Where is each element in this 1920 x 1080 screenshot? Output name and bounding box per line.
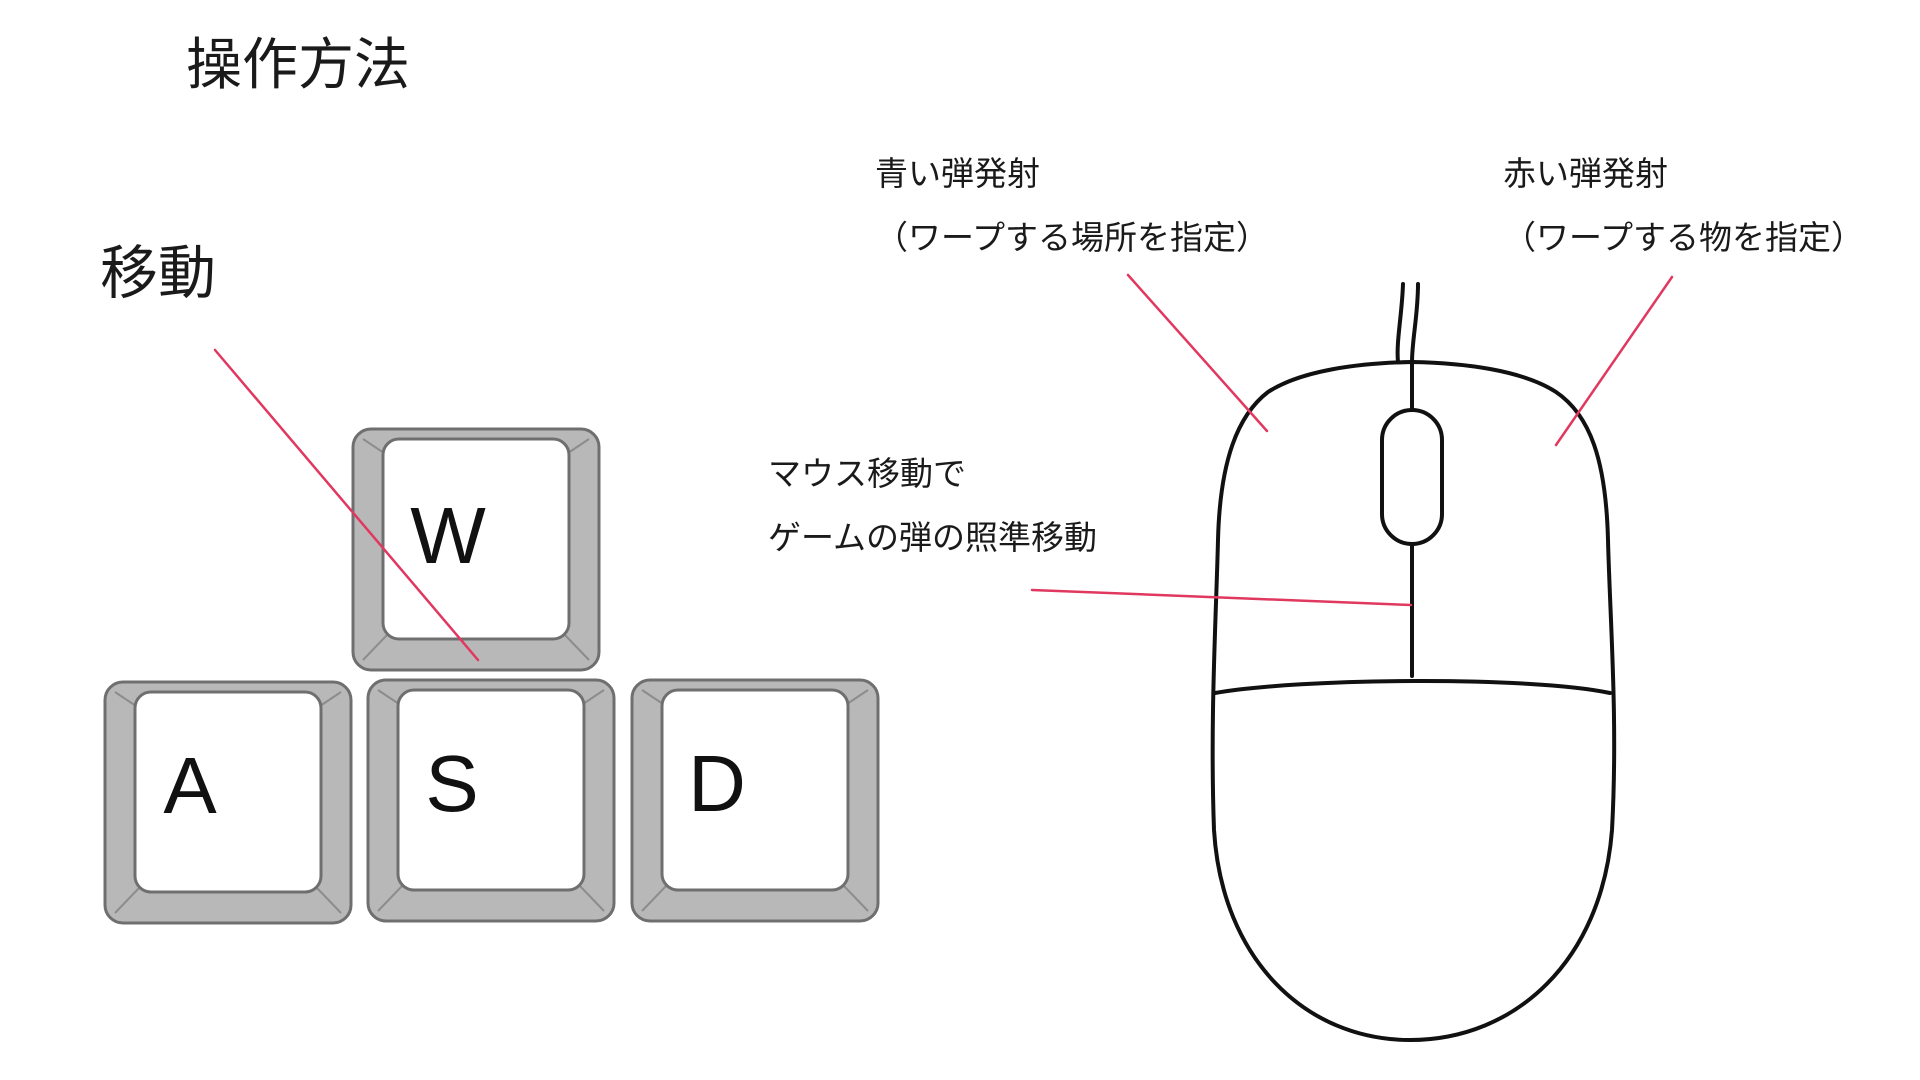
mouse-cable xyxy=(1395,282,1405,364)
key-w-letter: W xyxy=(410,491,486,580)
left-click-line2: （ワープする場所を指定） xyxy=(875,218,1270,257)
key-a: A xyxy=(103,680,353,925)
pointer-line-mouse-move xyxy=(1030,588,1413,607)
key-s: S xyxy=(366,678,616,923)
key-d-letter: D xyxy=(688,739,746,828)
page-title: 操作方法 xyxy=(186,33,410,98)
movement-label: 移動 xyxy=(100,239,217,307)
right-click-line1: 赤い弾発射 xyxy=(1503,154,1668,193)
mouse-move-line1: マウス移動で xyxy=(768,454,966,493)
pointer-line-right-click xyxy=(1554,275,1674,447)
mouse-button-divider xyxy=(1213,679,1612,695)
pointer-line-movement xyxy=(213,348,480,662)
right-click-line2: （ワープする物を指定） xyxy=(1503,218,1865,257)
mouse-scroll-wheel xyxy=(1380,408,1444,546)
key-d: D xyxy=(630,678,880,923)
pointer-line-left-click xyxy=(1126,273,1269,433)
mouse-move-label: マウス移動で ゲームの弾の照準移動 xyxy=(768,442,1097,570)
key-a-letter: A xyxy=(163,741,217,830)
mouse-cable-inner xyxy=(1410,282,1420,364)
left-click-label: 青い弾発射 （ワープする場所を指定） xyxy=(875,142,1269,270)
mouse-body xyxy=(1210,360,1617,1042)
key-s-letter: S xyxy=(425,739,478,828)
right-click-label: 赤い弾発射 （ワープする物を指定） xyxy=(1503,142,1864,270)
key-w: W xyxy=(351,427,601,672)
mouse-move-line2: ゲームの弾の照準移動 xyxy=(768,518,1098,557)
left-click-line1: 青い弾発射 xyxy=(875,154,1040,193)
mouse-illustration xyxy=(1210,282,1617,1042)
